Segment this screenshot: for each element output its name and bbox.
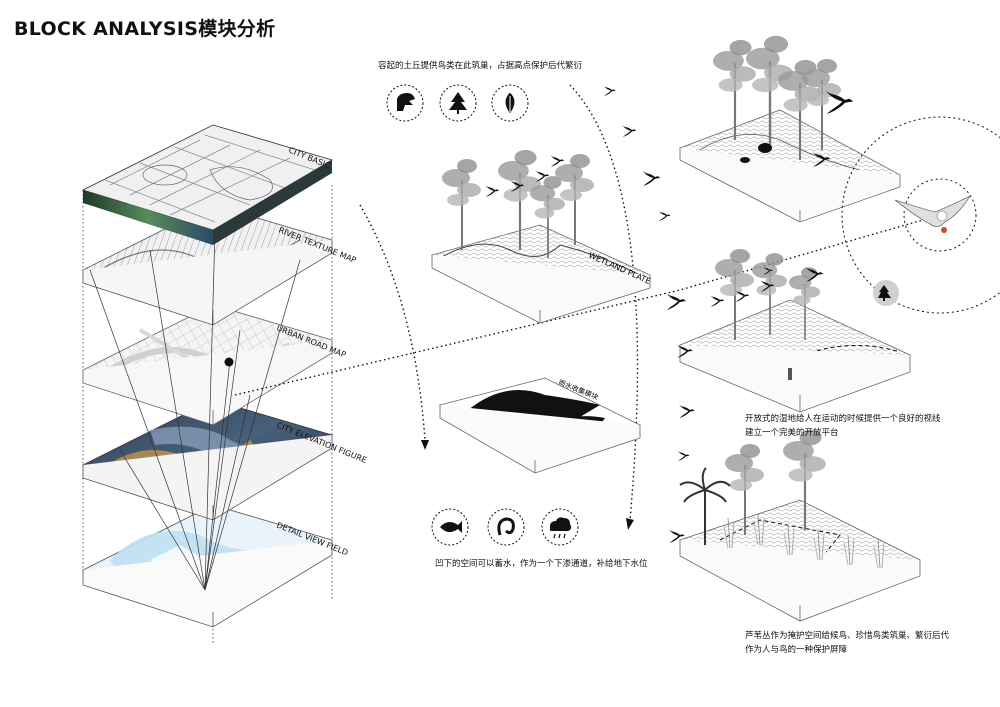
caption-right-bottom-1: 芦苇丛作为掩护空间给候鸟、珍惜鸟类筑巢、繁衍后代 — [745, 631, 950, 641]
nest-mound-block — [679, 34, 901, 223]
caption-bottom-center: 凹下的空间可以蓄水，作为一个下渗通道，补给地下水位 — [435, 559, 648, 569]
wetland-plate-block: WETLAND PLATE — [430, 148, 652, 324]
reed-shelter-block — [668, 428, 921, 622]
cloud-rain-icon — [549, 517, 572, 539]
page-title: BLOCK ANALYSIS模块分析 — [14, 18, 276, 40]
focus-target — [841, 116, 1000, 314]
leaf-icon — [504, 91, 516, 115]
caption-top: 容起的土丘提供鸟类在此筑巢，占据高点保护后代繁衍 — [378, 61, 583, 71]
sight-lines — [89, 229, 301, 591]
top-icon-group — [386, 84, 529, 122]
bird-head-icon — [397, 93, 415, 111]
worm-icon — [497, 517, 515, 536]
tree-badge-icon — [878, 285, 891, 301]
layer-detail-view-field — [81, 504, 333, 628]
layer-urban-road — [81, 304, 333, 426]
layer-city-elevation — [81, 399, 333, 521]
fish-icon — [440, 521, 462, 533]
focus-dot — [224, 357, 234, 367]
layer-city-basic — [81, 124, 333, 245]
gull-icon — [894, 195, 972, 233]
pine-tree-icon — [449, 92, 467, 114]
caption-right-bottom-2: 作为人与鸟的一种保护屏障 — [745, 645, 848, 655]
palm-tree-icon — [679, 467, 731, 545]
layer-stack: CITY BASIC RIVER TEXTURE MAP URBAN ROAD … — [81, 124, 368, 645]
caption-right-middle-1: 开放式的湿地给人在运动的时候提供一个良好的视线 — [745, 414, 941, 424]
rain-collection-block: 雨水收集模块 — [438, 378, 642, 474]
caption-right-middle-2: 建立一个完美的开放平台 — [745, 428, 839, 438]
open-wetland-block — [676, 248, 912, 413]
bottom-icon-group — [431, 508, 579, 546]
connector-arrowheads — [421, 440, 634, 530]
